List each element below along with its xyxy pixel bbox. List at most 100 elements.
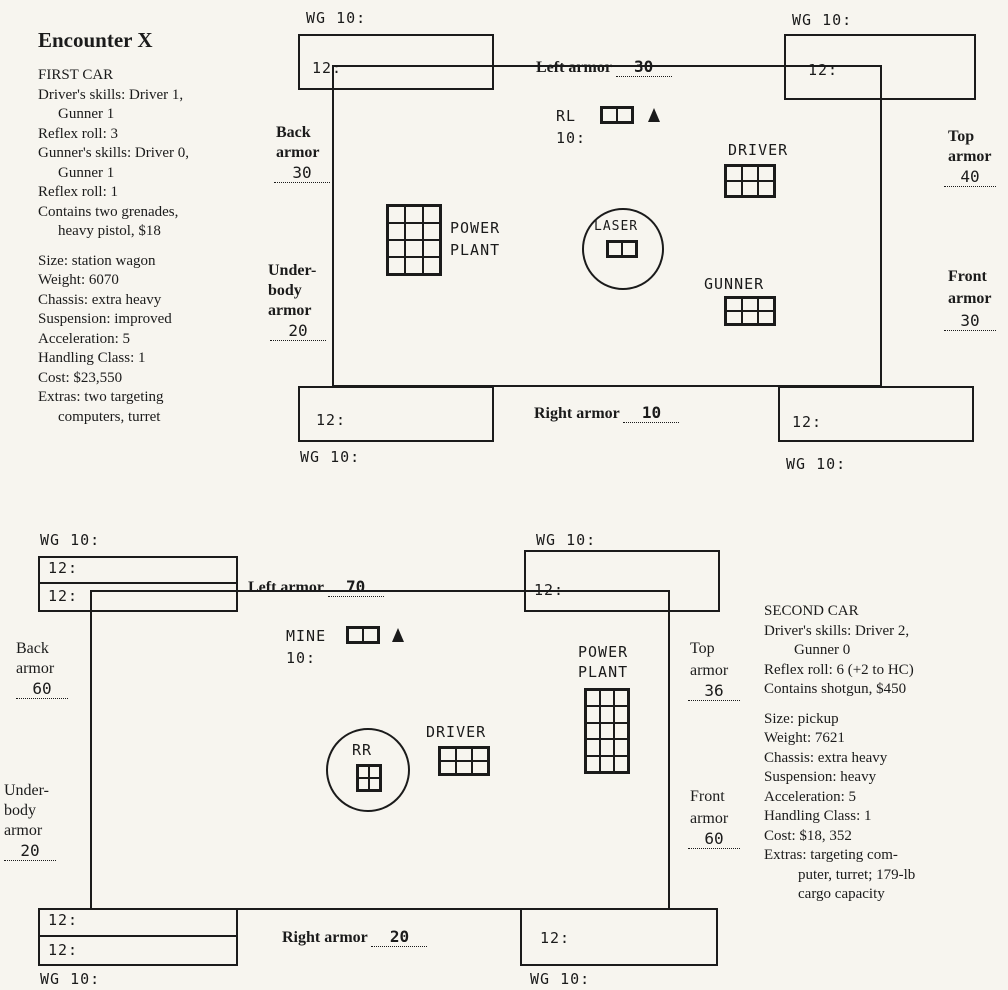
first-car-driver-label: DRIVER	[728, 141, 789, 159]
first-car-power-plant-grid	[386, 204, 442, 276]
first-car-driver-skills-cont: Gunner 1	[58, 106, 115, 122]
first-car-handling: Handling Class: 1	[38, 350, 146, 366]
second-car-chassis: Chassis: extra heavy	[764, 749, 888, 766]
first-car-rl-grid	[600, 106, 634, 124]
first-car-front-armor-value: 30	[944, 311, 996, 332]
second-car-top-armor-label-2: armor	[690, 662, 729, 679]
second-car-underbody-label-2: body	[4, 802, 36, 819]
first-car-laser-label: LASER	[594, 219, 639, 234]
second-car-weight: Weight: 7621	[764, 730, 845, 746]
first-car-gunner-label: GUNNER	[704, 275, 765, 293]
second-car-underbody-label-3: armor	[4, 822, 43, 839]
first-car-turret-circle	[582, 208, 664, 290]
second-car-front-armor-label-2: armor	[690, 810, 729, 827]
second-car-extras-cont: puter, turret; 179-lb	[798, 866, 916, 883]
second-car-wg-br: WG 10:	[530, 970, 591, 988]
first-car-underbody-label-3: armor	[268, 302, 312, 319]
first-car-laser-grid	[606, 240, 638, 258]
second-car-tire-front-right	[524, 550, 720, 612]
first-car-cost: Cost: $23,550	[38, 369, 123, 386]
first-car-left-armor-value: 30	[615, 57, 672, 78]
encounter-title: Encounter X	[38, 28, 153, 52]
first-car-top-armor-value-wrap: 40	[944, 167, 996, 188]
second-car-heading: SECOND CAR	[764, 603, 859, 619]
second-car-back-armor-label-1: Back	[16, 640, 49, 657]
second-car-front-armor-value-wrap: 60	[688, 829, 740, 850]
first-car-underbody-value-wrap: 20	[270, 321, 326, 342]
second-car-mine-grid	[346, 626, 380, 644]
first-car-wg-bl: WG 10:	[300, 448, 361, 466]
second-car-cost: Cost: $18, 352	[764, 827, 852, 844]
second-car-tire-back-left-divider	[38, 908, 238, 937]
first-car-front-armor-label-2: armor	[948, 290, 992, 307]
second-car-back-armor-value: 60	[16, 679, 68, 700]
first-car-tire-front-left	[298, 34, 494, 90]
second-car-tire-bl-value-2: 12:	[48, 941, 79, 959]
first-car-left-armor: Left armor 30	[536, 57, 672, 78]
second-car-underbody-value-wrap: 20	[4, 841, 56, 862]
first-car-front-armor-value-wrap: 30	[944, 311, 996, 332]
second-car-stats: SECOND CAR Driver's skills: Driver 2, Gu…	[764, 602, 915, 905]
first-car-gunner-reflex: Reflex roll: 1	[38, 184, 118, 200]
second-car-left-armor-label: Left armor	[248, 579, 324, 596]
first-car-extras-cont: computers, turret	[58, 408, 161, 425]
first-car-tire-bl-value: 12:	[316, 411, 347, 429]
first-car-underbody-label-2: body	[268, 282, 302, 299]
second-car-acceleration: Acceleration: 5	[764, 788, 857, 805]
first-car-power-plant-label-2: PLANT	[450, 241, 501, 259]
first-car-tire-back-left	[298, 386, 494, 442]
second-car-driver-skills-cont: Gunner 0	[794, 642, 851, 658]
first-car-acceleration: Acceleration: 5	[38, 330, 131, 347]
second-car-tire-bl-value-1: 12:	[48, 911, 79, 929]
second-car-tire-tl-value-2: 12:	[48, 587, 79, 605]
second-car-driver-skills: Driver's skills: Driver 2,	[764, 622, 910, 639]
first-car-wg-br: WG 10:	[786, 455, 847, 473]
first-car-chassis: Chassis: extra heavy	[38, 291, 162, 308]
first-car-back-armor-label-1: Back	[276, 124, 311, 141]
first-car-driver-grid	[724, 164, 776, 198]
second-car-handling: Handling Class: 1	[764, 808, 872, 824]
second-car-top-armor-value-wrap: 36	[688, 681, 740, 702]
first-car-rl-arrow-icon	[648, 108, 660, 122]
first-car-top-armor-label-1: Top	[948, 128, 975, 145]
second-car-back-armor-value-wrap: 60	[16, 679, 68, 700]
first-car-top-armor-label-2: armor	[948, 148, 992, 165]
first-car-gunner-skills: Gunner's skills: Driver 0,	[38, 145, 190, 161]
first-car-right-armor-value: 10	[623, 403, 680, 424]
first-car-gunner-skills-cont: Gunner 1	[58, 164, 115, 181]
first-car-power-plant-label-1: POWER	[450, 219, 501, 237]
second-car-power-plant-label-2: PLANT	[578, 663, 629, 681]
second-car-tire-front-left-divider	[38, 556, 238, 584]
first-car-rl-label: RL	[556, 107, 577, 125]
second-car-wg-bl: WG 10:	[40, 970, 101, 988]
second-car-extras: Extras: targeting com-	[764, 847, 898, 863]
first-car-tire-front-right	[784, 34, 976, 100]
second-car-front-armor-label-1: Front	[690, 788, 725, 805]
first-car-suspension: Suspension: improved	[38, 311, 172, 327]
first-car-contains-cont: heavy pistol, $18	[58, 223, 161, 239]
second-car-tire-back-right	[520, 908, 718, 966]
first-car-heading: FIRST CAR	[38, 67, 114, 83]
second-car-suspension: Suspension: heavy	[764, 769, 877, 785]
first-car-back-armor-label-2: armor	[276, 144, 320, 161]
second-car-driver-reflex: Reflex roll: 6 (+2 to HC)	[764, 661, 914, 678]
second-car-wg-tr: WG 10:	[536, 531, 597, 549]
second-car-tire-tr-value: 12:	[534, 581, 565, 599]
second-car-tire-br-value: 12:	[540, 929, 571, 947]
second-car-contains: Contains shotgun, $450	[764, 681, 907, 697]
first-car-wg-tr: WG 10:	[792, 11, 853, 29]
first-car-tire-tl-value: 12:	[312, 59, 343, 77]
first-car-size: Size: station wagon	[38, 252, 156, 269]
second-car-extras-cont2: cargo capacity	[798, 886, 885, 902]
second-car-wg-tl: WG 10:	[40, 531, 101, 549]
second-car-driver-label: DRIVER	[426, 723, 487, 741]
second-car-mine-arrow-icon	[392, 628, 404, 642]
first-car-left-armor-label: Left armor	[536, 59, 612, 76]
second-car-power-plant-label-1: POWER	[578, 643, 629, 661]
second-car-body	[90, 590, 670, 910]
second-car-right-armor-value: 20	[371, 927, 428, 948]
second-car-mine-label: MINE	[286, 627, 327, 645]
second-car-back-armor-label-2: armor	[16, 660, 55, 677]
second-car-power-plant-grid	[584, 688, 630, 774]
first-car-right-armor-label: Right armor	[534, 405, 620, 422]
